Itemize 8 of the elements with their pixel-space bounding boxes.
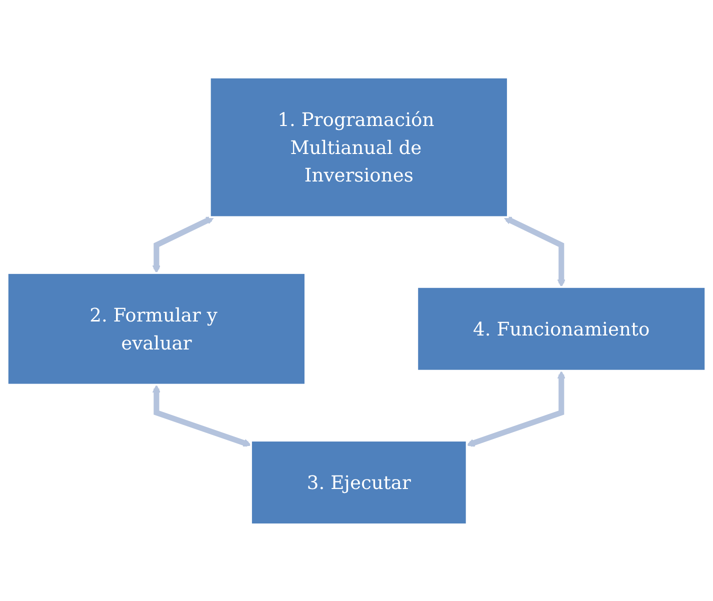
node-box: 4. Funcionamiento — [416, 286, 706, 372]
node-box: 3. Ejecutar — [250, 439, 468, 525]
arrow — [152, 384, 252, 446]
arrow — [503, 216, 566, 287]
node-box: 2. Formular y evaluar — [6, 272, 306, 386]
arrow — [152, 216, 214, 273]
node-box: 1. Programación Multianual de Inversiones — [208, 76, 509, 218]
arrow — [466, 370, 566, 446]
